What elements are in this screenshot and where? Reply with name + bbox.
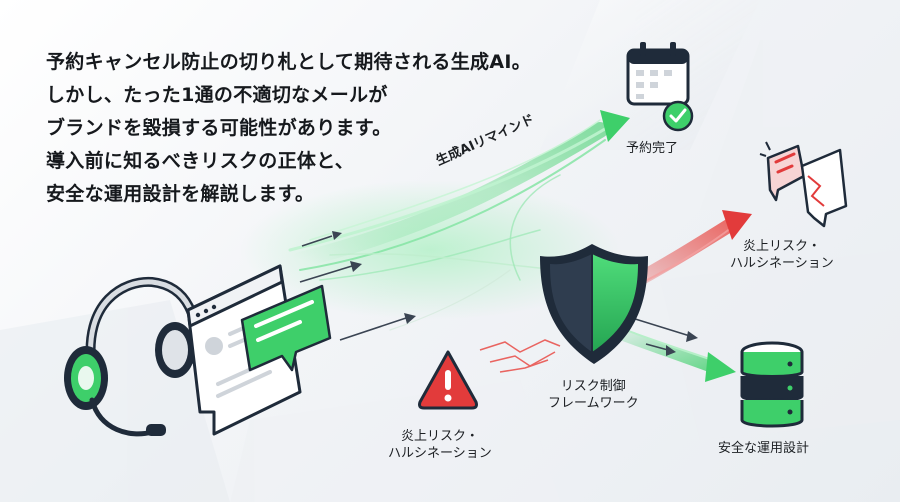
warning-triangle-icon	[418, 350, 478, 410]
red-crack-lines	[479, 339, 561, 373]
risk-label-top: 炎上リスク・ ハルシネーション	[730, 238, 834, 272]
shield-icon	[540, 244, 648, 364]
headline-line-5: 安全な運用設計を解説します。	[46, 183, 315, 205]
framework-line-1: リスク制御	[560, 379, 626, 394]
green-low-arrow-head	[705, 352, 736, 382]
headline-line-3: ブランドを毀損する可能性があります。	[46, 117, 392, 139]
risk-top-line-2: ハルシネーション	[730, 256, 834, 271]
safe-design-label: 安全な運用設計	[718, 440, 809, 457]
booking-complete-label: 予約完了	[626, 140, 678, 157]
risk-top-line-1: 炎上リスク・	[743, 239, 821, 254]
framework-line-2: フレームワーク	[548, 396, 639, 411]
safe-design-text: 安全な運用設計	[718, 441, 810, 456]
risk-bottom-line-2: ハルシネーション	[388, 446, 492, 461]
green-ai-stream	[288, 119, 612, 331]
headset-icon	[64, 276, 202, 437]
database-icon	[740, 341, 804, 428]
broken-chat-icon	[759, 141, 848, 228]
headline-line-4: 導入前に知るべきリスクの正体と、	[46, 150, 355, 172]
booking-complete-text: 予約完了	[626, 141, 679, 156]
calendar-check-icon	[626, 42, 694, 132]
headline-line-1: 予約キャンセル防止の切り札として期待される生成AI。	[46, 51, 532, 73]
risk-bottom-line-1: 炎上リスク・	[401, 429, 479, 444]
risk-label-bottom: 炎上リスク・ ハルシネーション	[388, 428, 492, 462]
headline-text: 予約キャンセル防止の切り札として期待される生成AI。 しかし、たった1通の不適切…	[46, 46, 531, 211]
green-arrow-head	[600, 110, 630, 142]
red-arrow-head	[722, 210, 752, 240]
small-direction-arrows	[299, 231, 698, 356]
headline-line-2: しかし、たった1通の不適切なメールが	[46, 84, 388, 106]
message-bubble-icon	[240, 284, 332, 372]
framework-label: リスク制御 フレームワーク	[548, 378, 639, 412]
stream-glow	[240, 180, 620, 320]
